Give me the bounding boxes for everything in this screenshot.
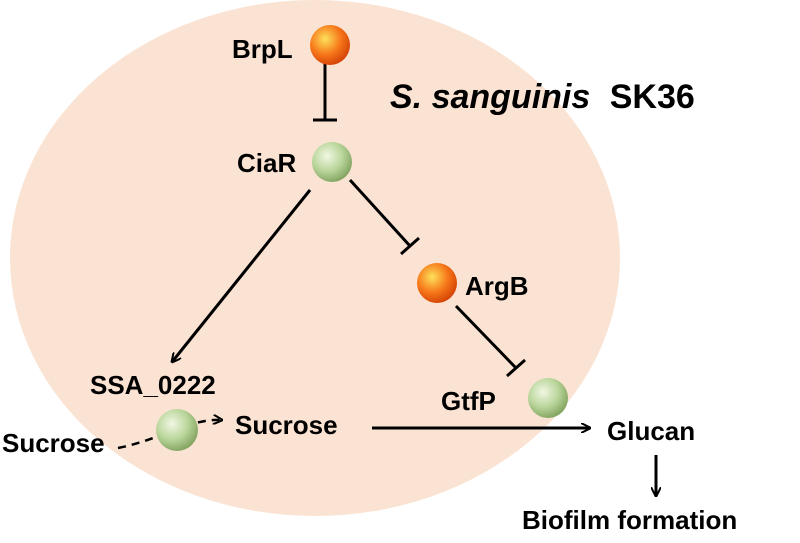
node-ciar-label: CiaR xyxy=(237,148,296,178)
label-glucan: Glucan xyxy=(607,416,695,446)
organism-title: S. sanguinis SK36 xyxy=(390,78,695,116)
organism-species: S. sanguinis xyxy=(390,78,590,116)
label-sucrose-outside: Sucrose xyxy=(2,428,105,458)
node-ciar-sphere xyxy=(312,142,352,182)
node-ssa0222-sphere xyxy=(156,409,198,451)
node-brpl-label: BrpL xyxy=(232,34,293,64)
node-argb-label: ArgB xyxy=(465,271,529,301)
organism-strain: SK36 xyxy=(610,78,695,116)
edge-ciar-activates-ssa0222 xyxy=(172,189,312,362)
label-sucrose-inside: Sucrose xyxy=(235,410,338,440)
edge-argb-inhibits-gtfp xyxy=(454,304,526,378)
edge-ciar-inhibits-argb xyxy=(348,178,420,256)
node-gtfp-label: GtfP xyxy=(441,386,496,416)
node-gtfp-sphere xyxy=(528,378,568,418)
cell-background xyxy=(10,0,620,516)
node-argb-sphere xyxy=(417,263,457,303)
node-brpl-sphere xyxy=(310,25,350,65)
label-biofilm-formation: Biofilm formation xyxy=(522,505,737,535)
node-ssa0222-label: SSA_0222 xyxy=(90,370,216,400)
edge-brpl-inhibits-ciar xyxy=(313,62,337,122)
